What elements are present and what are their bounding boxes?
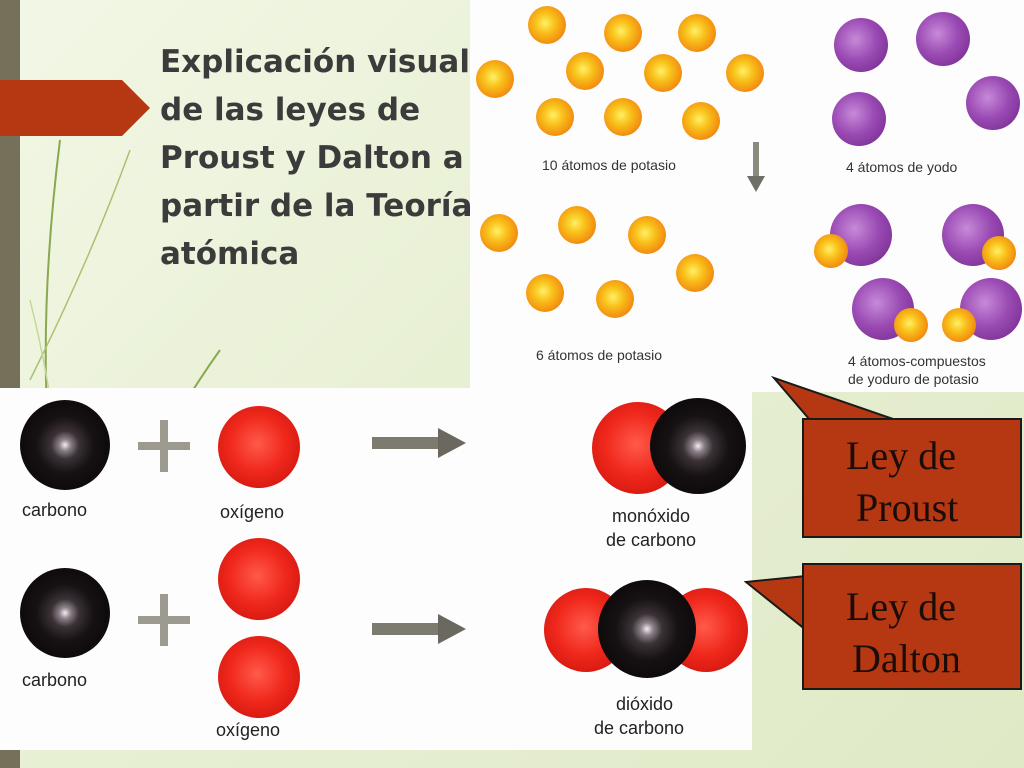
potassium-atom bbox=[604, 14, 642, 52]
potassium-atom bbox=[982, 236, 1016, 270]
compound-label-line2: de yoduro de potasio bbox=[848, 371, 979, 387]
dalton-callout: Ley de Dalton bbox=[802, 563, 1022, 690]
dalton-callout-line1: Ley de bbox=[846, 584, 956, 629]
potassium-iodine-figure: 10 átomos de potasio 4 átomos de yodo 6 … bbox=[470, 0, 1024, 392]
reaction-arrow-icon bbox=[372, 428, 466, 458]
potassium-before-label: 10 átomos de potasio bbox=[542, 157, 676, 173]
carbon-label: carbono bbox=[22, 670, 88, 690]
iodine-label: 4 átomos de yodo bbox=[846, 159, 958, 175]
carbon-atom bbox=[20, 400, 110, 490]
dalton-callout-line2: Dalton bbox=[852, 636, 961, 681]
potassium-atom bbox=[678, 14, 716, 52]
carbon-atom bbox=[20, 568, 110, 658]
slide-title: Explicación visual de las leyes de Prous… bbox=[160, 44, 473, 272]
down-arrow-icon bbox=[747, 142, 765, 192]
plus-icon bbox=[138, 420, 190, 472]
potassium-atom bbox=[628, 216, 666, 254]
proust-callout-line2: Proust bbox=[856, 485, 959, 530]
compound-label-line1: 4 átomos-compuestos bbox=[848, 353, 986, 369]
oxygen-atom bbox=[218, 538, 300, 620]
potassium-atom bbox=[894, 308, 928, 342]
iodine-atom bbox=[834, 18, 888, 72]
potassium-atom bbox=[526, 274, 564, 312]
potassium-atom bbox=[528, 6, 566, 44]
potassium-atom bbox=[814, 234, 848, 268]
dalton-callout-pointer bbox=[744, 574, 807, 633]
potassium-atom bbox=[682, 102, 720, 140]
iodine-atom bbox=[916, 12, 970, 66]
proust-callout: Ley de Proust bbox=[802, 418, 1022, 538]
plus-icon bbox=[138, 594, 190, 646]
carbon-oxygen-figure: carbono oxígeno monóxido de carbono carb… bbox=[0, 388, 752, 750]
reaction-arrow-icon bbox=[372, 614, 466, 644]
potassium-atom bbox=[480, 214, 518, 252]
potassium-atom bbox=[596, 280, 634, 318]
potassium-atom bbox=[726, 54, 764, 92]
carbon-atom bbox=[598, 580, 696, 678]
product-label-line1: dióxido bbox=[616, 694, 674, 714]
potassium-atom bbox=[536, 98, 574, 136]
proust-callout-line1: Ley de bbox=[846, 433, 956, 478]
potassium-atom bbox=[644, 54, 682, 92]
title-arrow-marker bbox=[0, 80, 150, 136]
product-label-line1: monóxido bbox=[612, 506, 691, 526]
potassium-atom bbox=[676, 254, 714, 292]
iodine-atom bbox=[966, 76, 1020, 130]
oxygen-label: oxígeno bbox=[220, 502, 285, 522]
product-label-line2: de carbono bbox=[594, 718, 685, 738]
carbon-label: carbono bbox=[22, 500, 88, 520]
potassium-atom bbox=[604, 98, 642, 136]
potassium-atom bbox=[566, 52, 604, 90]
potassium-atom bbox=[476, 60, 514, 98]
potassium-after-label: 6 átomos de potasio bbox=[536, 347, 663, 363]
potassium-atom bbox=[942, 308, 976, 342]
potassium-atom bbox=[558, 206, 596, 244]
oxygen-atom bbox=[218, 636, 300, 718]
carbon-atom bbox=[650, 398, 746, 494]
oxygen-label: oxígeno bbox=[216, 720, 281, 740]
product-label-line2: de carbono bbox=[606, 530, 697, 550]
iodine-atom bbox=[832, 92, 886, 146]
oxygen-atom bbox=[218, 406, 300, 488]
